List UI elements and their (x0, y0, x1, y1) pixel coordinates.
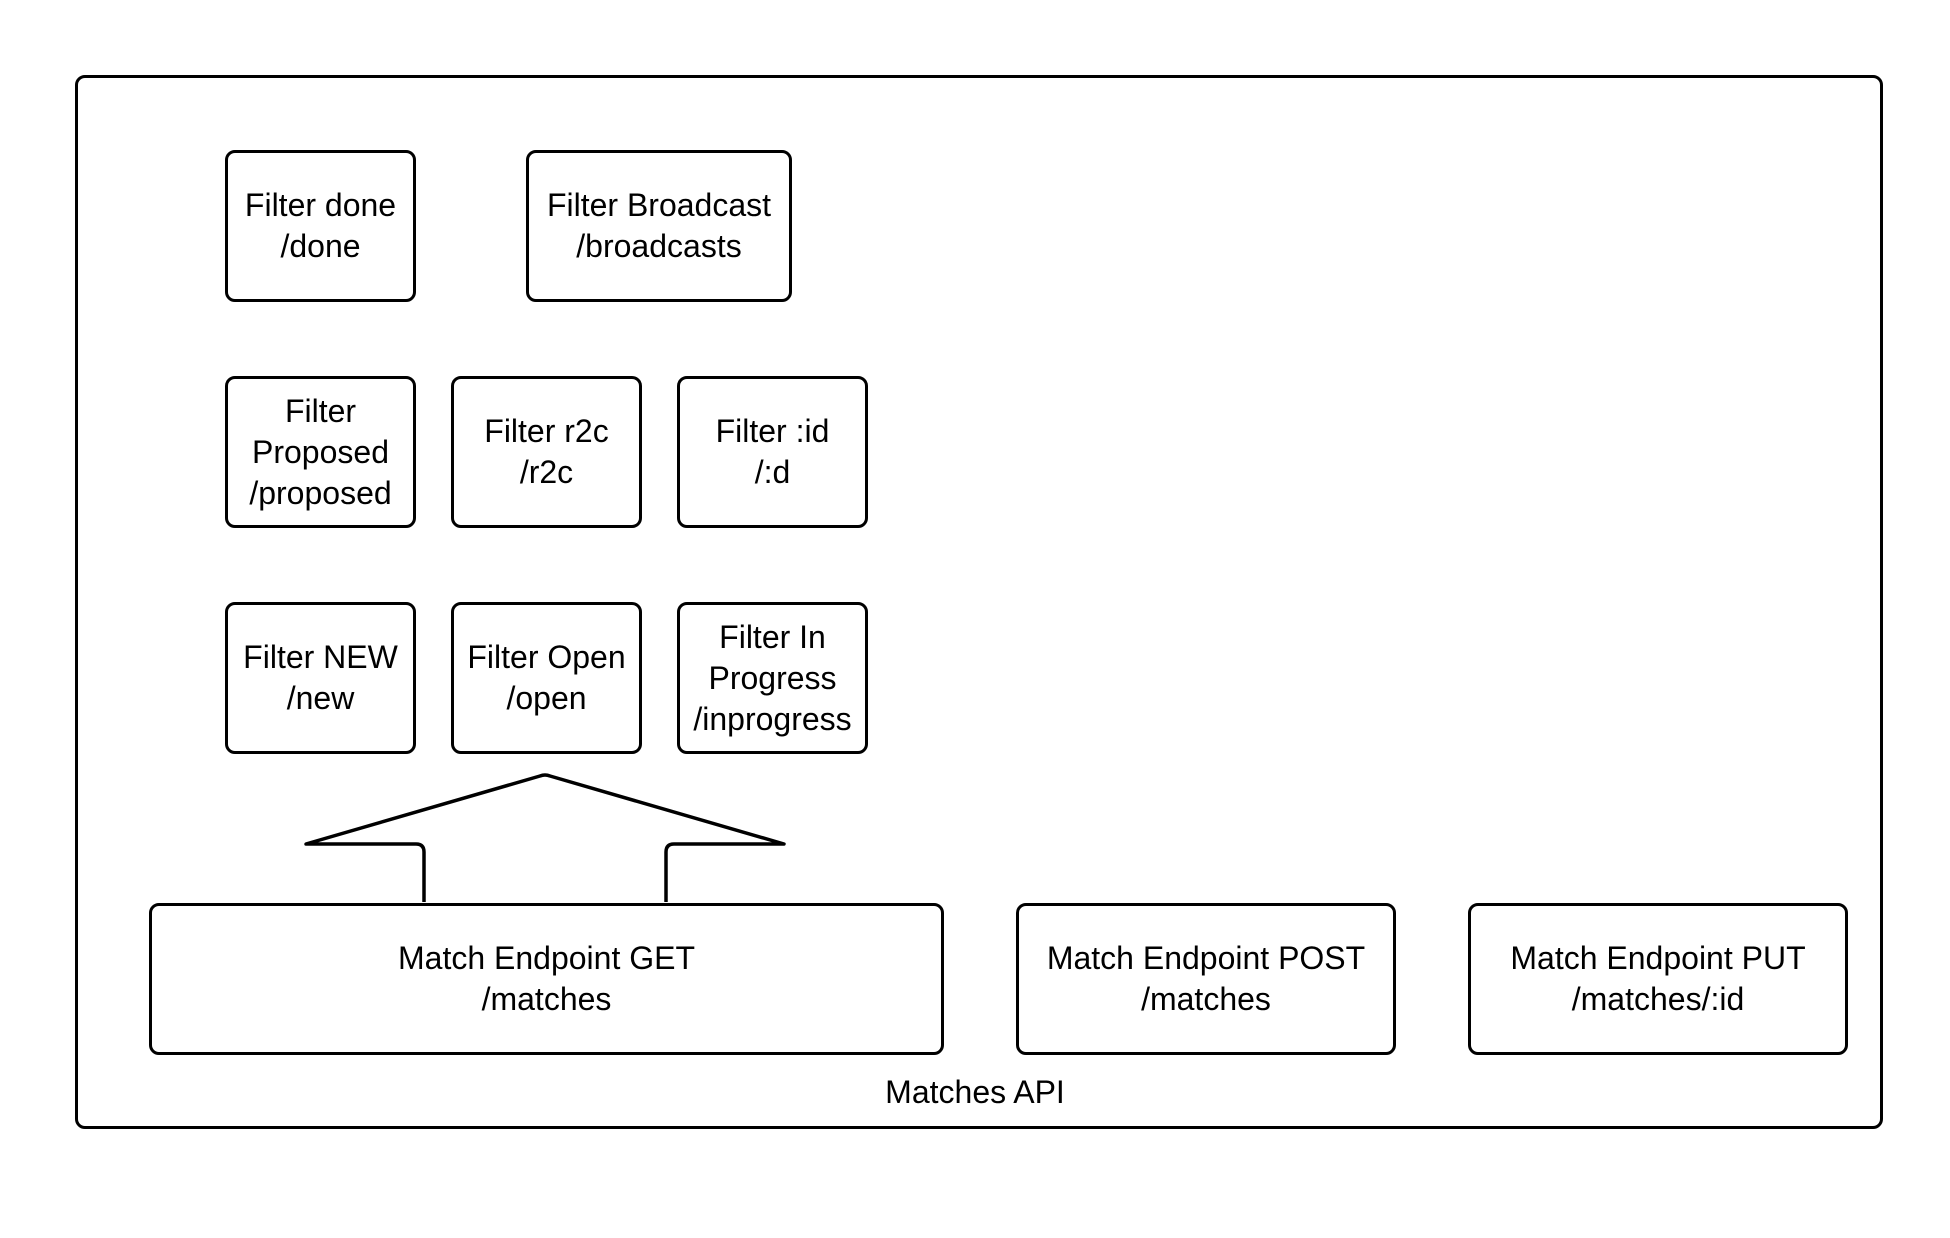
endpoint-get-title: Match Endpoint GET (397, 940, 696, 976)
match-endpoint-post-box: Match Endpoint POST /matches (1016, 903, 1396, 1055)
filter-open-path: /open (506, 680, 587, 716)
filter-inprogress-line2: Progress (708, 659, 837, 696)
filter-broadcast-title: Filter Broadcast (546, 187, 772, 223)
filter-r2c-path: /r2c (519, 454, 574, 490)
filter-id-path: /:d (754, 454, 791, 490)
endpoint-post-path: /matches (1141, 981, 1271, 1017)
filter-done-path: /done (280, 228, 361, 264)
filter-r2c-title: Filter r2c (484, 413, 609, 449)
endpoint-post-title: Match Endpoint POST (1046, 940, 1366, 976)
endpoint-put-path: /matches/:id (1571, 981, 1745, 1017)
filter-proposed-path: /proposed (249, 474, 392, 511)
filter-done-box: Filter done /done (225, 150, 416, 302)
filter-inprogress-line1: Filter In (719, 618, 826, 655)
filter-proposed-line2: Proposed (252, 433, 389, 470)
filter-inprogress-box: Filter In Progress /inprogress (677, 602, 868, 754)
filter-id-box: Filter :id /:d (677, 376, 868, 528)
endpoint-get-path: /matches (481, 981, 612, 1017)
filter-proposed-box: Filter Proposed /proposed (225, 376, 416, 528)
filter-broadcast-path: /broadcasts (576, 228, 742, 264)
endpoint-put-title: Match Endpoint PUT (1510, 940, 1806, 976)
filter-done-title: Filter done (244, 187, 397, 223)
container-label: Matches API (885, 1074, 1065, 1110)
filter-proposed-line1: Filter (284, 392, 357, 429)
filter-new-path: /new (286, 680, 355, 716)
filter-broadcast-box: Filter Broadcast /broadcasts (526, 150, 792, 302)
filter-open-box: Filter Open /open (451, 602, 642, 754)
filter-inprogress-path: /inprogress (693, 700, 852, 737)
filter-new-box: Filter NEW /new (225, 602, 416, 754)
match-endpoint-put-box: Match Endpoint PUT /matches/:id (1468, 903, 1848, 1055)
filter-id-title: Filter :id (715, 413, 830, 449)
up-arrow-icon (304, 773, 786, 902)
match-endpoint-get-box: Match Endpoint GET /matches (149, 903, 944, 1055)
filter-r2c-box: Filter r2c /r2c (451, 376, 642, 528)
matches-api-container (75, 75, 1883, 1129)
filter-new-title: Filter NEW (243, 639, 398, 675)
filter-open-title: Filter Open (467, 639, 626, 675)
